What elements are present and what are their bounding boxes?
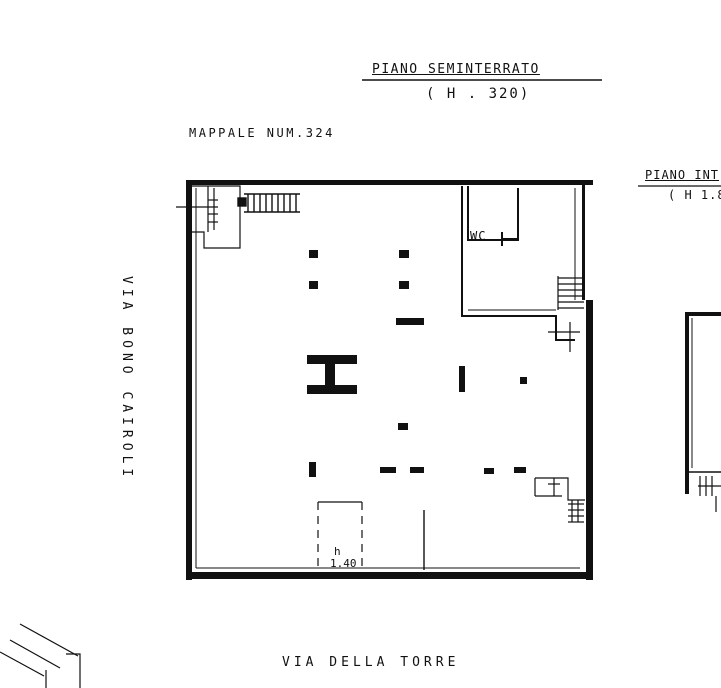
street-label-bottom: VIA DELLA TORRE bbox=[282, 655, 460, 670]
height-note-value: 1.40 bbox=[330, 557, 357, 570]
right-plan-title: PIANO INT bbox=[645, 168, 720, 182]
outer-walls bbox=[186, 180, 593, 580]
h-column bbox=[307, 355, 357, 394]
staircase-top-left bbox=[176, 185, 241, 249]
right-plan-height: ( H 1.8 bbox=[668, 188, 721, 202]
plan-height: ( H . 320) bbox=[426, 86, 531, 102]
wc-label: WC bbox=[470, 229, 487, 243]
plan-title: PIANO SEMINTERRATO bbox=[372, 62, 540, 77]
stair-treads-right bbox=[548, 276, 584, 352]
wc-room-walls bbox=[461, 186, 575, 341]
height-note-letter: h bbox=[334, 545, 341, 558]
pillars bbox=[309, 250, 527, 477]
height-note: h 1.40 bbox=[330, 546, 357, 570]
dashed-area bbox=[317, 501, 363, 570]
inner-wall-lines bbox=[195, 188, 580, 569]
stair-treads-top bbox=[237, 193, 300, 213]
staircase-bottom-right bbox=[534, 477, 585, 523]
right-plan bbox=[685, 312, 721, 512]
street-label-left: VIA BONO CAIROLI bbox=[119, 276, 134, 482]
corner-detail bbox=[0, 623, 81, 688]
mappale-label: MAPPALE NUM.324 bbox=[189, 126, 335, 140]
